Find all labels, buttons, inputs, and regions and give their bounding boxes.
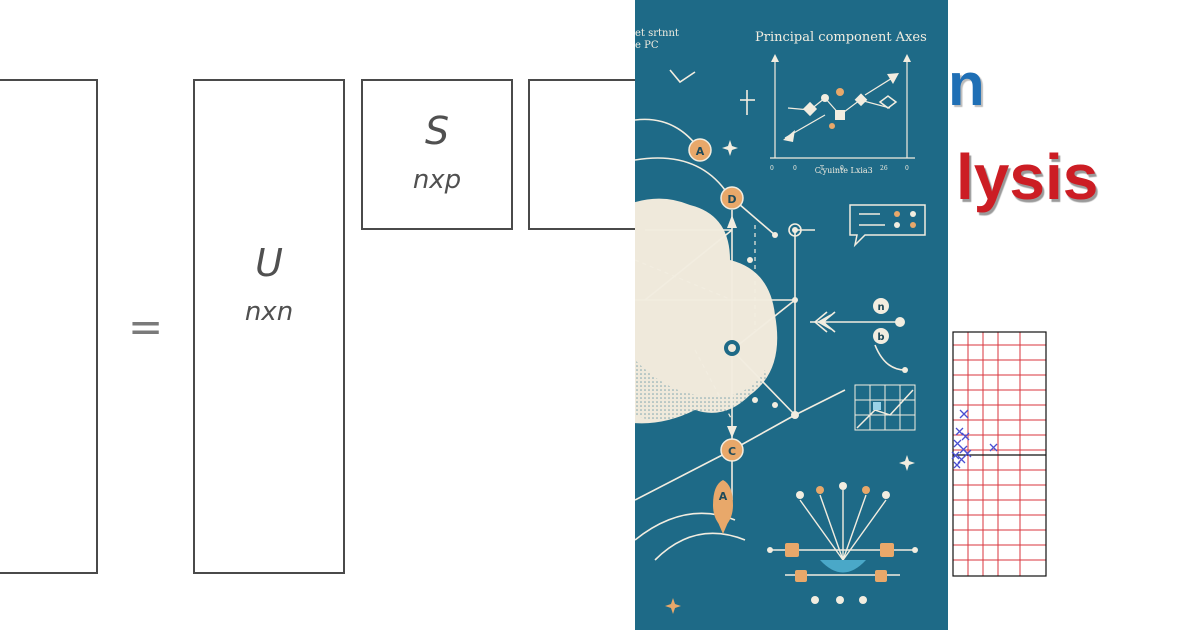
fan-diagram	[767, 482, 918, 604]
svg-text:T: T	[820, 165, 824, 172]
matrix-diagram-panel: = U nxn S nxp	[0, 79, 635, 574]
pca-infographic-panel: A D C A n b	[635, 0, 948, 630]
svg-text:0: 0	[770, 165, 774, 172]
node-label: D	[727, 193, 736, 206]
equals-sign: =	[128, 302, 164, 351]
headline-bottom: lysis	[956, 141, 1099, 213]
pca-axes-chart	[770, 54, 915, 159]
chart-title: Principal component Axes	[755, 30, 927, 45]
small-node-b: b	[873, 328, 889, 344]
matrix-u-dims: nxn	[244, 297, 294, 327]
matrix-s-symbol: S	[424, 109, 450, 153]
message-bubble-icon	[849, 204, 926, 248]
svg-text:0: 0	[840, 165, 844, 172]
matrix-a-box	[0, 79, 98, 574]
node-c: C	[720, 438, 744, 462]
node-a-bottom: A	[713, 480, 733, 534]
node-label: A	[719, 490, 728, 503]
svg-text:26: 26	[880, 165, 888, 172]
matrix-s-dims: nxp	[412, 165, 462, 195]
node-a-top: A	[688, 138, 712, 162]
matrix-u-box: U nxn	[193, 79, 345, 574]
node-label: A	[696, 145, 705, 158]
small-node-n: n	[873, 298, 889, 314]
axis-caption: Ꮹyuinte Lxia3	[815, 166, 873, 175]
infographic-artwork: A D C A n b	[635, 54, 926, 614]
node-label: C	[728, 445, 736, 458]
sparkle-icons	[665, 140, 915, 614]
mini-grid-chart	[854, 384, 916, 431]
dashed-guides	[635, 225, 756, 421]
svg-text:n: n	[877, 302, 884, 313]
pca-headline-panel: n lysis	[948, 0, 1200, 630]
matrix-u-symbol: U	[255, 241, 283, 285]
chevron-arrows	[813, 311, 836, 333]
scatter-grid	[951, 331, 1047, 577]
cloud-shape	[635, 198, 778, 424]
headline-top: n	[948, 51, 985, 118]
node-d: D	[720, 186, 744, 210]
svg-text:0: 0	[793, 165, 797, 172]
matrix-s-box: S nxp	[361, 79, 513, 230]
decor-marks	[669, 69, 802, 237]
grid-lines	[953, 332, 1046, 576]
matrix-vt-box	[528, 79, 635, 230]
axis-tick-labels: 0 0 T 0 26 0	[770, 165, 909, 172]
svg-text:b: b	[877, 332, 884, 343]
svg-text:0: 0	[905, 165, 909, 172]
scatter-points	[951, 409, 998, 469]
corner-caption: et srtnnt e PC	[635, 28, 679, 51]
cloud-target-icon	[724, 340, 740, 356]
